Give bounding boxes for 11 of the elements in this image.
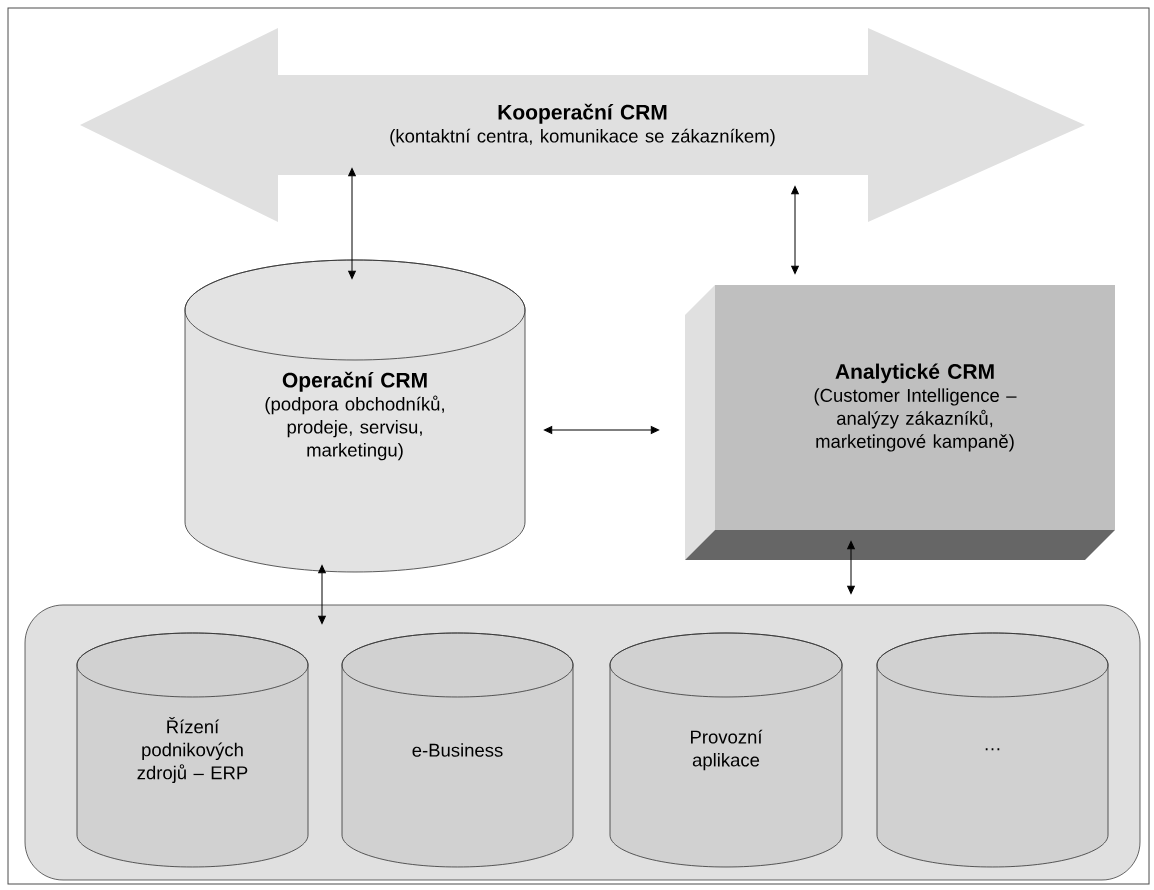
arrow bbox=[318, 564, 326, 625]
arrow bbox=[847, 540, 855, 595]
cylinder: Operační CRM (podpora obchodníků, prodeje, servisu, marketingu) bbox=[184, 259, 526, 573]
arrow bbox=[543, 426, 660, 434]
arrow bbox=[791, 185, 799, 275]
cylinder: … bbox=[876, 632, 1109, 868]
block: Analytické CRM (Customer Intelligence – analýzy zákazníků, marketingové kampaně) bbox=[685, 285, 1115, 560]
arrow bbox=[348, 167, 356, 280]
cylinder: Provozní aplikace bbox=[609, 632, 843, 868]
cylinder: Řízení podnikových zdrojů – ERP bbox=[76, 632, 309, 868]
cylinder: e-Business bbox=[341, 632, 574, 868]
